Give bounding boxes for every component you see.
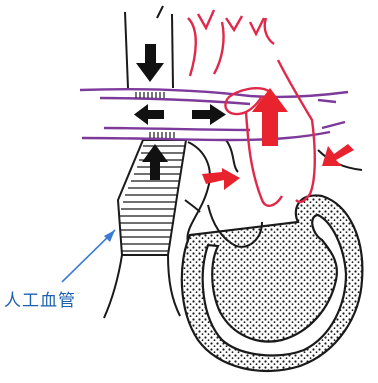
label-pointer bbox=[62, 230, 115, 282]
black-arrow-right-icon bbox=[192, 104, 226, 125]
ventricle-wall bbox=[182, 195, 363, 371]
artificial-graft bbox=[104, 140, 186, 318]
red-arrow-left-icon bbox=[322, 144, 354, 166]
black-arrow-down-icon bbox=[136, 44, 164, 82]
black-arrow-left-icon bbox=[134, 104, 164, 125]
graft-label: 人工血管 bbox=[4, 286, 76, 311]
